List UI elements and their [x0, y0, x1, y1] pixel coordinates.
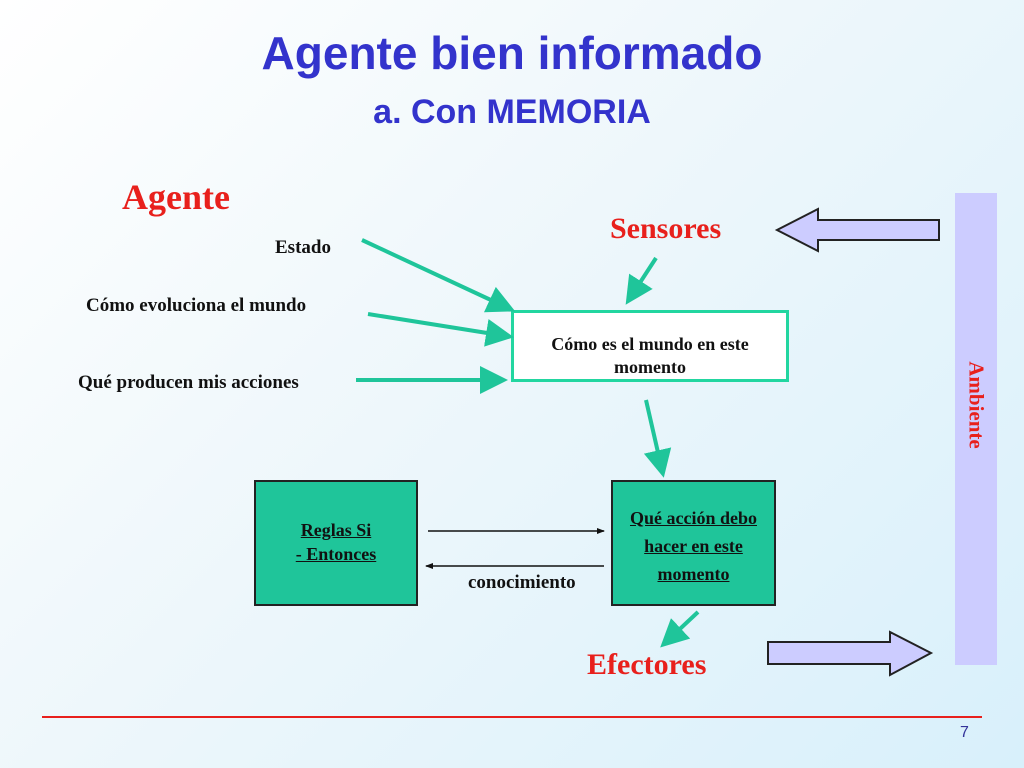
rules-box-line1: Reglas Si [300, 520, 372, 540]
action-box-line2: hacer en este [644, 536, 743, 556]
footer-divider [42, 716, 982, 718]
conocimiento-label: conocimiento [468, 572, 576, 593]
page-number: 7 [960, 724, 969, 741]
sensores-label: Sensores [610, 212, 722, 245]
slide-title: Agente bien informado [261, 27, 763, 79]
big-arrow-out [767, 630, 934, 677]
efectores-label: Efectores [587, 648, 707, 681]
action-box: Qué acción debo hacer en este momento [611, 480, 776, 606]
rules-box-line2: - Entonces [295, 544, 377, 564]
acciones-label: Qué producen mis acciones [78, 372, 299, 393]
world-box-line1: Cómo es el mundo en este [551, 334, 749, 354]
estado-label: Estado [275, 237, 331, 258]
ambiente-panel: Ambiente [955, 193, 997, 665]
agente-label: Agente [122, 177, 230, 217]
world-state-box: Cómo es el mundo en este momento [511, 310, 789, 382]
arrow-action-to-efectores [660, 610, 700, 648]
arrow-estado [361, 238, 516, 313]
arrow-evoluciona [367, 312, 514, 347]
action-box-line1: Qué acción debo [629, 508, 757, 528]
world-box-line2: momento [614, 357, 686, 377]
rules-box: Reglas Si - Entonces [254, 480, 418, 606]
action-box-line3: momento [657, 564, 730, 584]
slide-subtitle: a. Con MEMORIA [373, 93, 651, 131]
big-arrow-in [774, 207, 940, 253]
arrow-world-to-action [643, 399, 672, 478]
arrow-sensores-to-world [625, 256, 658, 305]
evoluciona-label: Cómo evoluciona el mundo [86, 295, 307, 316]
